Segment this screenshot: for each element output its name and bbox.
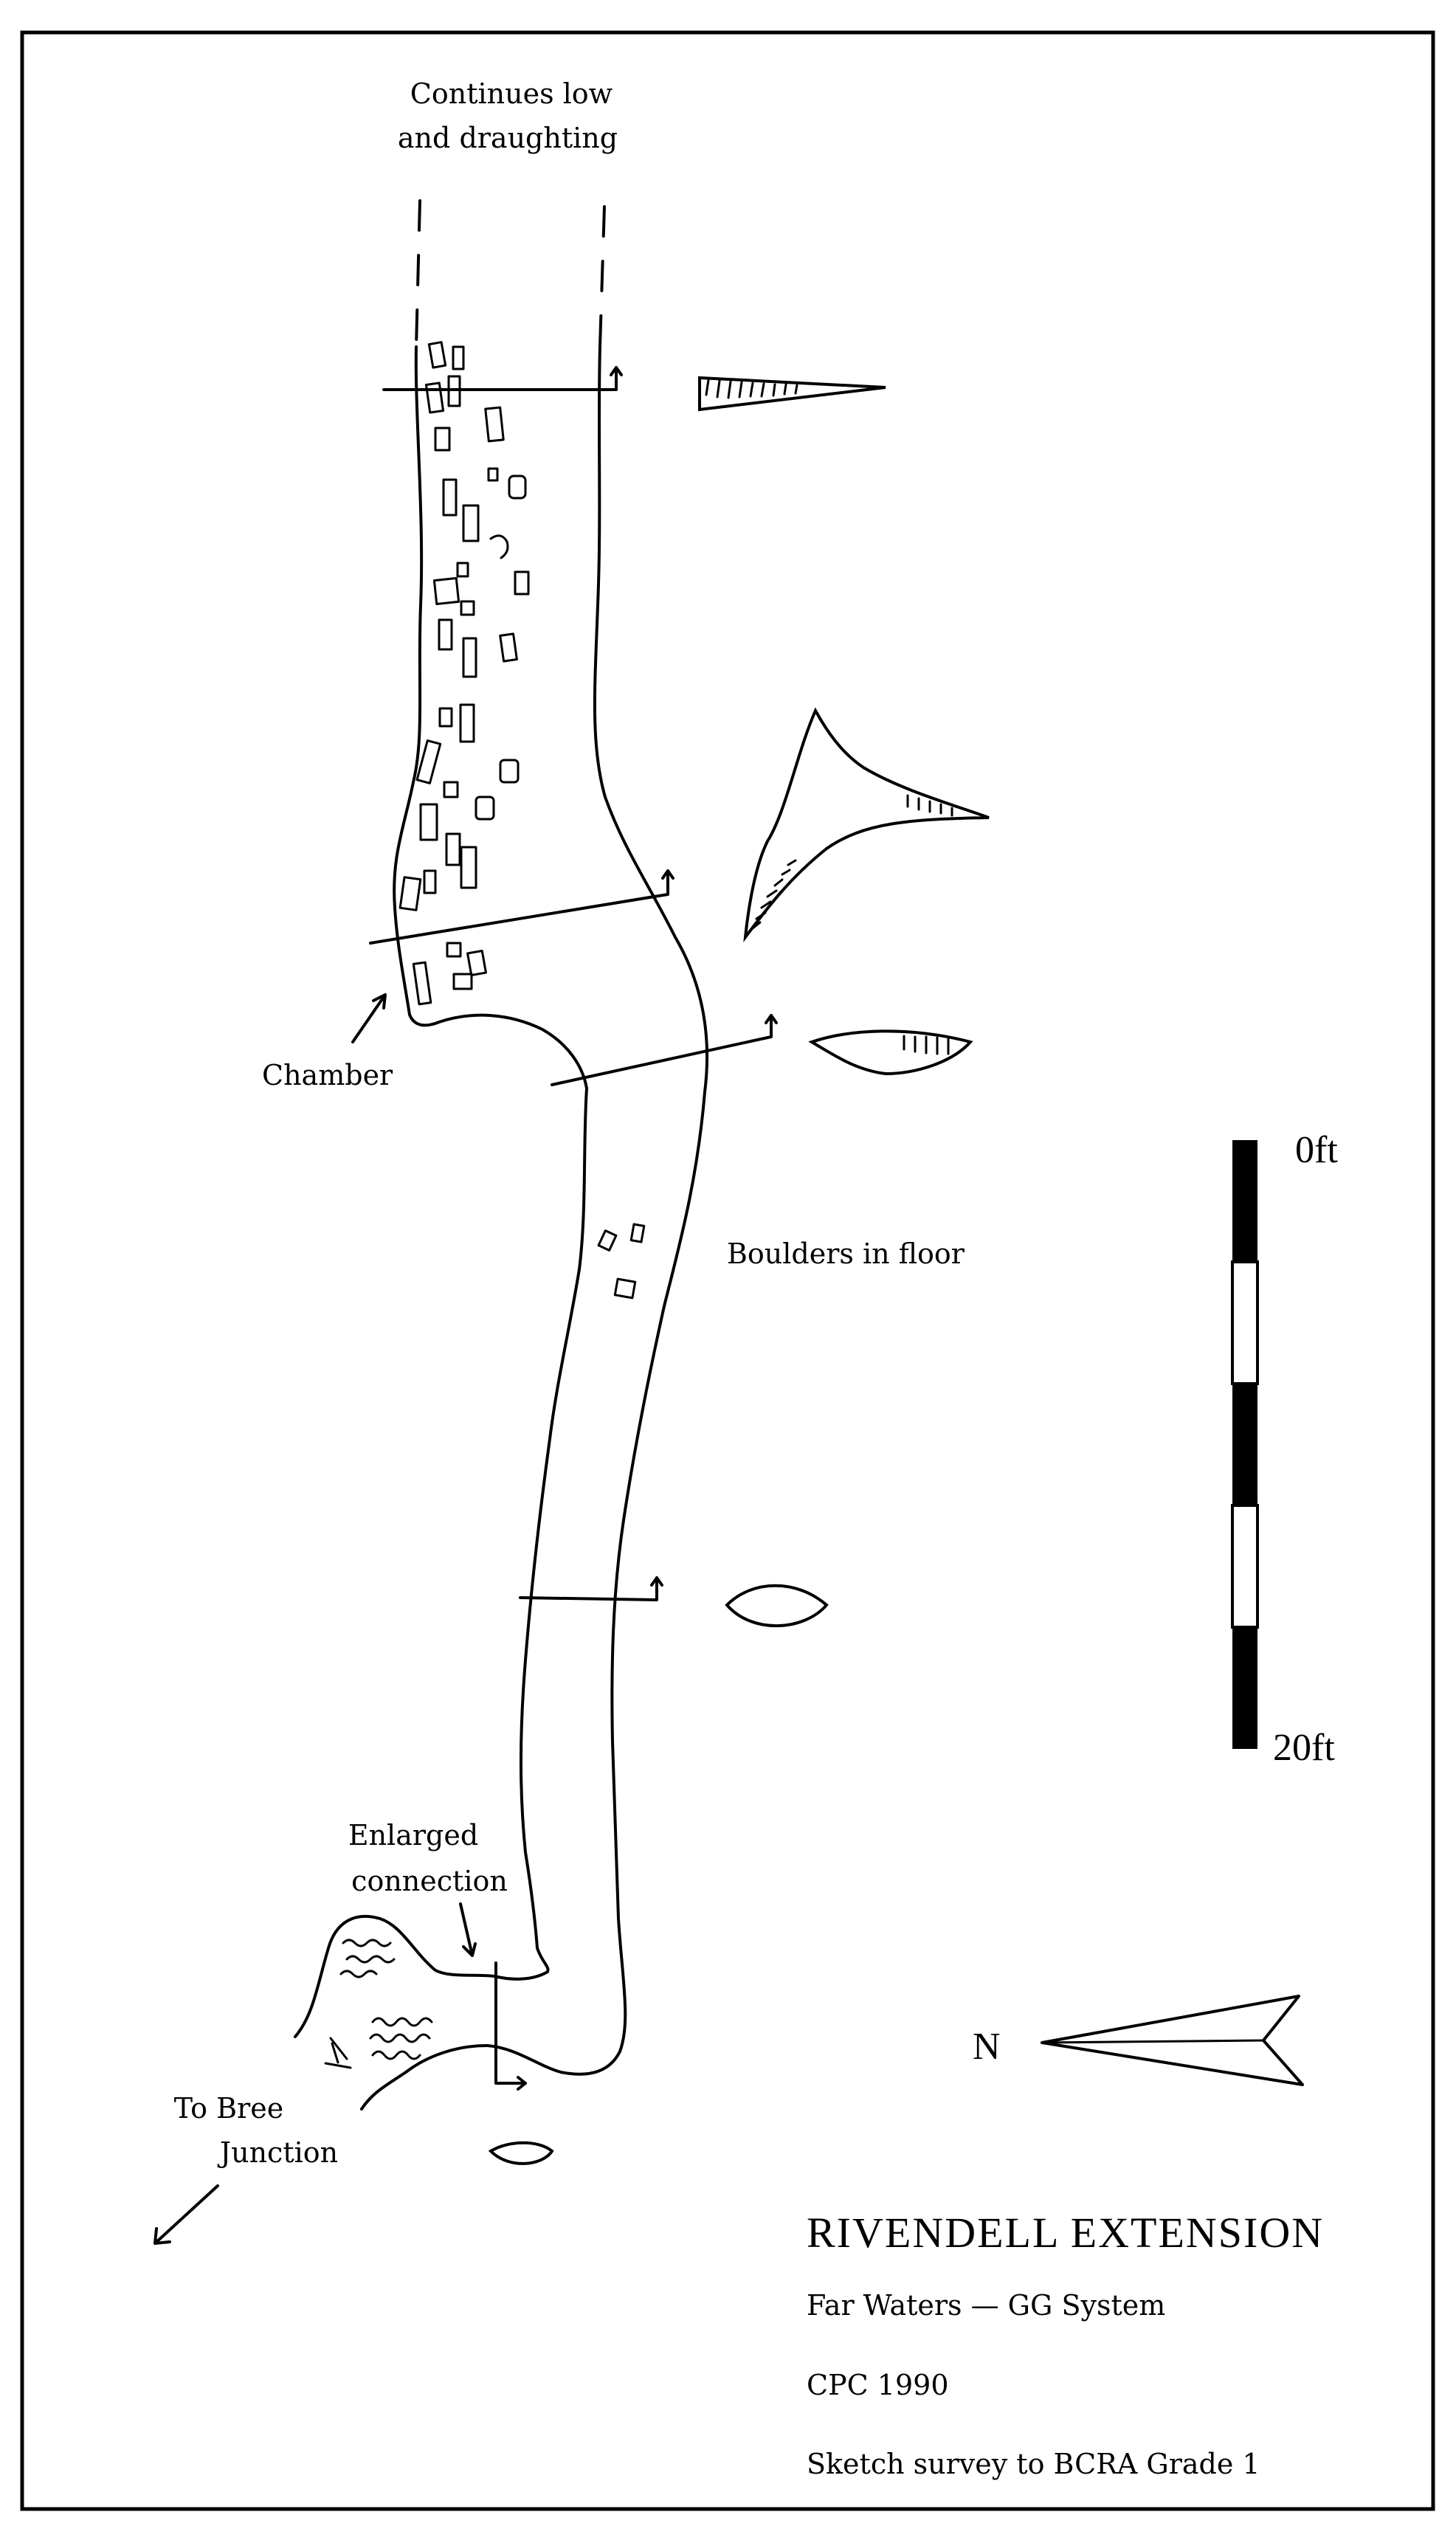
scale-bottom-label: 20ft — [1273, 1727, 1335, 1769]
section-3 — [808, 1029, 973, 1076]
enlarged-label: Enlarged — [348, 1819, 478, 1851]
scale-bar: 0ft 20ft — [1231, 1129, 1338, 1769]
scale-segment-5 — [1232, 1627, 1257, 1749]
map-grade: Sketch survey to BCRA Grade 1 — [807, 2448, 1260, 2480]
section-1 — [698, 376, 886, 412]
map-subtitle: Far Waters — GG System — [807, 2289, 1165, 2322]
bree-label-2: Junction — [217, 2136, 338, 2169]
section-5 — [488, 2141, 554, 2165]
map-title: RIVENDELL EXTENSION — [807, 2209, 1324, 2257]
passage-outline — [294, 199, 709, 2111]
annotation-arrows — [153, 993, 477, 2245]
cross-section-lines — [369, 366, 778, 2091]
chamber-arrow — [351, 993, 387, 1043]
section-2 — [743, 707, 990, 942]
left-dashed-wall — [415, 199, 421, 348]
enlarged-arrow — [459, 1902, 477, 1957]
junction-upper-wall — [294, 1914, 496, 2038]
map-credit: CPC 1990 — [807, 2369, 949, 2401]
left-wall-upper — [393, 345, 588, 1090]
chamber-label: Chamber — [262, 1059, 393, 1091]
right-wall-upper — [593, 345, 709, 1094]
north-arrow-icon: N — [973, 1995, 1304, 2086]
right-wall-lower — [486, 1091, 706, 2076]
north-label: N — [973, 2026, 1001, 2068]
right-dashed-wall — [598, 205, 606, 348]
map-frame — [20, 30, 1435, 2511]
section-4 — [725, 1584, 829, 1628]
left-wall-lower — [493, 1087, 588, 1981]
wall-squiggles — [324, 1939, 433, 2069]
junction-lower-wall — [360, 2044, 489, 2111]
scale-segment-2 — [1231, 1260, 1259, 1385]
bree-arrow — [153, 2184, 219, 2245]
boulders — [398, 341, 646, 1300]
scale-segment-3 — [1232, 1384, 1257, 1505]
enlarged-label-2: connection — [351, 1865, 508, 1897]
scale-segment-4 — [1231, 1504, 1259, 1629]
title-block: RIVENDELL EXTENSION Far Waters — GG Syst… — [807, 2209, 1324, 2480]
cross-section-profiles — [488, 376, 990, 2165]
bree-label: To Bree — [174, 2092, 283, 2125]
scale-segment-1 — [1232, 1140, 1257, 1262]
continues-label: Continues low — [410, 77, 613, 110]
scale-top-label: 0ft — [1295, 1129, 1338, 1171]
boulders-label: Boulders in floor — [727, 1238, 965, 1270]
continues-label-2: and draughting — [398, 122, 618, 154]
